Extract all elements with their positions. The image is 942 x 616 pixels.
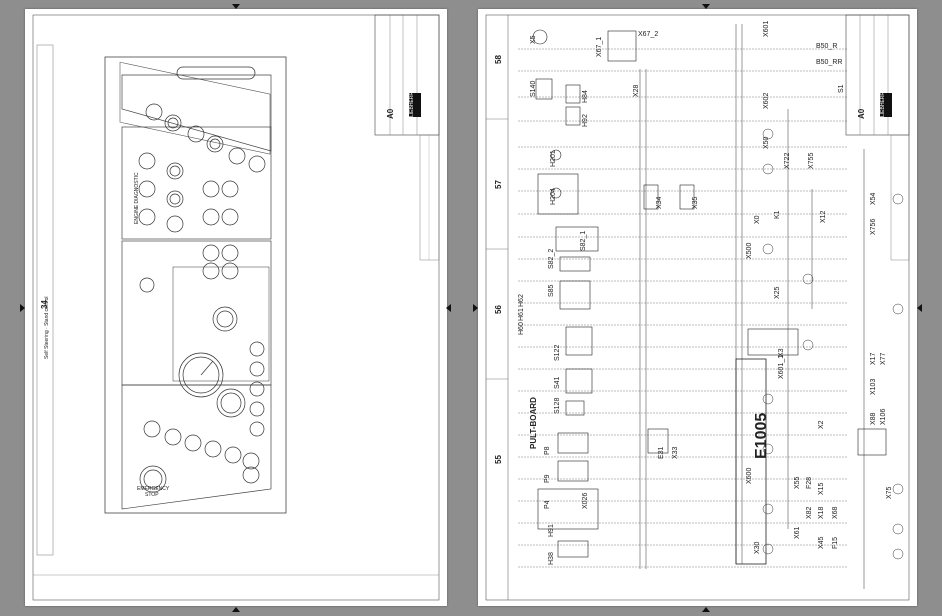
right-sheet-drawing	[485, 14, 910, 601]
left-title-revision: A0	[386, 108, 395, 119]
component-label: X722	[784, 152, 791, 169]
left-caption: Self Steering · Stand control	[44, 296, 50, 359]
component-label: X35	[692, 196, 699, 209]
component-label: P4	[544, 500, 551, 509]
component-label: H201	[550, 150, 557, 167]
component-label: X88	[870, 412, 877, 425]
component-label: X67_1	[596, 36, 603, 57]
component-label: X500	[746, 242, 753, 259]
left-title-company: LIEBHERR	[409, 91, 415, 117]
component-label: X103	[870, 378, 877, 395]
component-label: X12	[820, 210, 827, 223]
component-label: X15	[818, 482, 825, 495]
component-label: H60	[518, 322, 525, 335]
component-label: H61	[518, 308, 525, 321]
column-number-57: 57	[494, 180, 503, 189]
main-unit-label: E1005	[753, 412, 770, 459]
left-drawing-sheet: 34 Self Steering · Stand control A0 LIEB…	[25, 9, 447, 606]
component-label: X0	[754, 215, 761, 224]
component-label: X61	[794, 526, 801, 539]
component-label: H92	[582, 114, 589, 127]
component-label: K1	[774, 210, 781, 219]
right-title-company: LIEBHERR	[880, 91, 886, 117]
left-sheet-right-marker	[446, 304, 451, 312]
component-label: S85	[548, 284, 555, 297]
component-label: X601_1	[778, 354, 785, 379]
component-label: X75	[886, 486, 893, 499]
component-label: X45	[818, 536, 825, 549]
column-number-56: 56	[494, 305, 503, 314]
component-label: X106	[880, 408, 887, 425]
right-sheet-top-marker	[702, 4, 710, 9]
component-label: X602	[763, 92, 770, 109]
component-label: X50	[763, 136, 770, 149]
component-label: F28	[806, 476, 813, 489]
component-label: S1	[838, 84, 845, 93]
column-number-55: 55	[494, 455, 503, 464]
component-label: X026	[582, 492, 589, 509]
component-label: H84	[582, 90, 589, 103]
left-sheet-top-marker	[232, 4, 240, 9]
component-label: X28	[633, 84, 640, 97]
component-label: F15	[832, 536, 839, 549]
left-panel-label-emergency: EMERGENCY	[137, 486, 170, 492]
component-label: P9	[544, 474, 551, 483]
component-label: H91	[548, 524, 555, 537]
component-label: S140	[530, 80, 537, 97]
component-label: H38	[548, 552, 555, 565]
component-label: B50_R	[816, 43, 838, 50]
right-sheet-right-marker	[917, 304, 922, 312]
component-label: S122	[554, 344, 561, 361]
component-label: X25	[774, 286, 781, 299]
right-sheet-bottom-marker	[702, 607, 710, 612]
component-label: X755	[808, 152, 815, 169]
component-label: S41	[554, 376, 561, 389]
right-sheet-left-marker	[473, 304, 478, 312]
right-title-revision: A0	[857, 108, 866, 119]
left-sheet-left-marker	[20, 304, 25, 312]
component-label: X3	[778, 348, 785, 357]
component-label: X82	[806, 506, 813, 519]
left-sheet-drawing	[32, 14, 440, 601]
component-label: X55	[794, 476, 801, 489]
pult-board-label: PULT-BOARD	[529, 397, 538, 449]
component-label: X2	[818, 420, 825, 429]
component-label: X600	[746, 467, 753, 484]
component-label: X34	[656, 196, 663, 209]
component-label: X18	[818, 506, 825, 519]
component-label: P8	[544, 446, 551, 455]
component-label: X77	[880, 352, 887, 365]
component-label: E31	[658, 446, 665, 459]
component-label: X67_2	[638, 31, 659, 38]
component-label: H62	[518, 294, 525, 307]
left-panel-label-engine: ENGINE DIAGNOSTIC	[134, 172, 140, 224]
right-drawing-sheet: 58 57 56 55 A0 LIEBHERR E1005 PULT-BOARD…	[478, 9, 917, 606]
component-label: S82_1	[580, 230, 587, 251]
component-label: X756	[870, 218, 877, 235]
column-number-58: 58	[494, 55, 503, 64]
component-label: X601	[763, 20, 770, 37]
component-label: X30	[754, 541, 761, 554]
component-label: H204	[550, 188, 557, 205]
component-label: X68	[832, 506, 839, 519]
left-panel-label-stop: STOP	[145, 492, 159, 498]
component-label: B50_RR	[816, 59, 843, 66]
component-label: S82_2	[548, 248, 555, 269]
component-label: X17	[870, 352, 877, 365]
component-label: X5	[530, 35, 537, 44]
component-label: S128	[554, 397, 561, 414]
component-label: X33	[672, 446, 679, 459]
component-label: X54	[870, 192, 877, 205]
left-sheet-bottom-marker	[232, 607, 240, 612]
